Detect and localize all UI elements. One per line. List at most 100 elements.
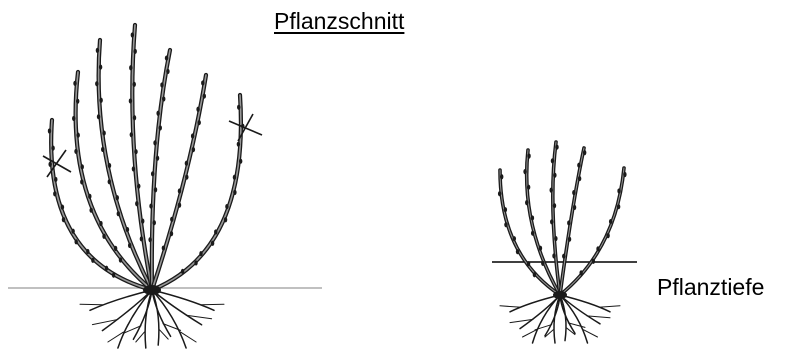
bud: [553, 173, 556, 178]
bud: [201, 80, 204, 85]
shoot: [76, 72, 152, 290]
bud: [170, 217, 173, 222]
bud: [552, 253, 555, 258]
bud: [156, 111, 159, 116]
bud: [527, 261, 530, 266]
bud: [203, 93, 206, 98]
bud: [617, 204, 620, 209]
bud: [99, 64, 102, 69]
cut-mark-left-icon: [43, 150, 71, 177]
bud: [237, 142, 240, 147]
bud: [129, 98, 132, 103]
bud: [573, 205, 576, 210]
bud: [181, 269, 184, 274]
bud: [108, 179, 111, 184]
shoot-highlight: [76, 72, 152, 290]
bud: [117, 211, 120, 216]
bud: [224, 217, 227, 222]
bud: [539, 246, 542, 251]
bud: [112, 273, 115, 278]
bud: [516, 249, 519, 254]
bud: [623, 172, 626, 177]
bud: [239, 159, 242, 164]
bud: [513, 236, 516, 241]
bud: [178, 188, 181, 193]
bud: [141, 219, 144, 224]
bud: [153, 220, 156, 225]
bud: [156, 156, 159, 161]
cut-mark-right-icon: [229, 114, 262, 141]
bud: [527, 153, 530, 158]
root: [152, 290, 202, 325]
bud: [105, 266, 108, 271]
bud: [153, 140, 156, 145]
bud: [196, 107, 199, 112]
bud: [198, 120, 201, 125]
bud: [192, 147, 195, 152]
root-collar: [143, 285, 161, 295]
bud: [551, 158, 554, 163]
bud: [80, 179, 83, 184]
bud: [523, 169, 526, 174]
bud: [148, 237, 151, 242]
bud: [572, 190, 575, 195]
bud: [166, 69, 169, 74]
bud: [237, 105, 240, 110]
bud: [116, 195, 119, 200]
bud: [134, 49, 137, 54]
root: [152, 290, 214, 310]
bud: [77, 133, 80, 138]
bud: [86, 249, 89, 254]
bud: [149, 203, 152, 208]
bud: [72, 116, 75, 121]
bud: [199, 251, 202, 256]
bud: [126, 227, 129, 232]
bud: [165, 55, 168, 60]
bud: [89, 208, 92, 213]
bud: [191, 133, 194, 138]
bud: [500, 174, 503, 179]
bud: [553, 203, 556, 208]
bud: [555, 144, 558, 149]
bud: [504, 222, 507, 227]
bud: [162, 96, 165, 101]
bud: [97, 114, 100, 119]
bud: [567, 220, 570, 225]
bud: [99, 221, 102, 226]
bud: [53, 191, 56, 196]
bud: [133, 115, 136, 120]
bud: [140, 236, 143, 241]
bud: [554, 236, 557, 241]
bud: [504, 207, 507, 212]
bud: [48, 162, 51, 167]
bud: [225, 204, 228, 209]
bud: [162, 245, 165, 250]
planting-depth-label: Pflanztiefe: [657, 274, 764, 301]
bud: [154, 187, 157, 192]
bud: [73, 81, 76, 86]
bud: [194, 260, 197, 265]
bud: [134, 149, 137, 154]
bud: [129, 65, 132, 70]
bud: [577, 163, 580, 168]
bud: [102, 130, 105, 135]
bud: [550, 219, 553, 224]
bud: [132, 166, 135, 171]
bud: [533, 272, 536, 277]
bud: [617, 188, 620, 193]
bud: [596, 246, 599, 251]
bud: [95, 81, 98, 86]
bud: [233, 190, 236, 195]
bud: [609, 219, 612, 224]
bud: [137, 184, 140, 189]
bud: [160, 82, 163, 87]
root-fork: [601, 306, 621, 307]
bud: [541, 261, 544, 266]
bud: [88, 194, 91, 199]
bud: [135, 201, 138, 206]
shrub-before-pruning: [48, 25, 245, 348]
bud: [592, 259, 595, 264]
root-collar: [553, 291, 567, 299]
bud: [606, 233, 609, 238]
bud: [74, 239, 77, 244]
